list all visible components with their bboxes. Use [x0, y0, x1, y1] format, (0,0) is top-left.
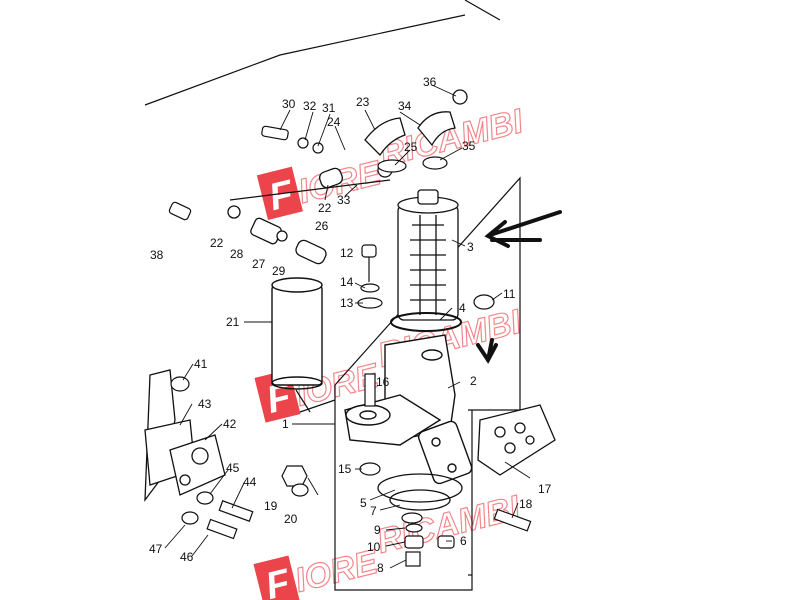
callout-35: 35 — [462, 139, 476, 153]
callout-1: 1 — [282, 417, 289, 431]
callout-28: 28 — [230, 247, 244, 261]
callout-4: 4 — [459, 301, 466, 315]
filter-canister — [271, 277, 323, 390]
callout-7: 7 — [370, 504, 377, 518]
callout-25: 25 — [404, 140, 418, 154]
callout-33: 33 — [337, 193, 351, 207]
part-callouts: 30 32 31 24 23 34 36 25 35 22 33 22 28 2… — [149, 75, 552, 575]
o-ring — [390, 312, 462, 332]
callout-42: 42 — [223, 417, 237, 431]
callout-47: 47 — [149, 542, 163, 556]
callout-31: 31 — [322, 101, 336, 115]
callout-30: 30 — [282, 97, 296, 111]
callout-12: 12 — [340, 246, 354, 260]
marker-arrows — [476, 210, 562, 364]
callout-10: 10 — [367, 540, 381, 554]
callout-13: 13 — [340, 296, 354, 310]
mount-gasket — [377, 473, 463, 511]
adapter-plate — [477, 404, 556, 476]
callout-18: 18 — [519, 497, 533, 511]
callout-16: 16 — [376, 375, 390, 389]
filter-element — [397, 189, 459, 321]
callout-41: 41 — [194, 357, 208, 371]
callout-22-top: 22 — [318, 201, 332, 215]
callout-15: 15 — [338, 462, 352, 476]
callout-38: 38 — [150, 248, 164, 262]
callout-17: 17 — [538, 482, 552, 496]
callout-5: 5 — [360, 496, 367, 510]
callout-23: 23 — [356, 95, 370, 109]
engine-block-section — [144, 369, 226, 503]
callout-34: 34 — [398, 99, 412, 113]
callout-11: 11 — [503, 287, 516, 301]
callout-27: 27 — [252, 257, 266, 271]
watermark-logo-bottom: F IORE RICAMBI — [253, 488, 526, 600]
callout-2: 2 — [470, 374, 477, 388]
callout-20: 20 — [284, 512, 298, 526]
callout-44: 44 — [243, 475, 257, 489]
callout-19: 19 — [264, 499, 278, 513]
leader-lines — [164, 84, 531, 569]
callout-24: 24 — [327, 115, 341, 129]
callout-26: 26 — [315, 219, 329, 233]
callout-8: 8 — [377, 561, 384, 575]
callout-36: 36 — [423, 75, 437, 89]
filter-housing — [344, 334, 473, 485]
callout-46: 46 — [180, 550, 194, 564]
bolts-and-washers — [168, 125, 532, 567]
callout-43: 43 — [198, 397, 212, 411]
callout-32: 32 — [303, 99, 317, 113]
callout-21: 21 — [226, 315, 240, 329]
banjo-fitting — [227, 205, 327, 265]
callout-45: 45 — [226, 461, 240, 475]
callout-6: 6 — [460, 534, 467, 548]
callout-29: 29 — [272, 264, 286, 278]
hose-assembly — [318, 89, 468, 189]
callout-9: 9 — [374, 523, 381, 537]
assembly-outlines — [144, 0, 521, 591]
callout-14: 14 — [340, 275, 354, 289]
callout-3: 3 — [467, 240, 474, 254]
callout-22-left: 22 — [210, 236, 224, 250]
